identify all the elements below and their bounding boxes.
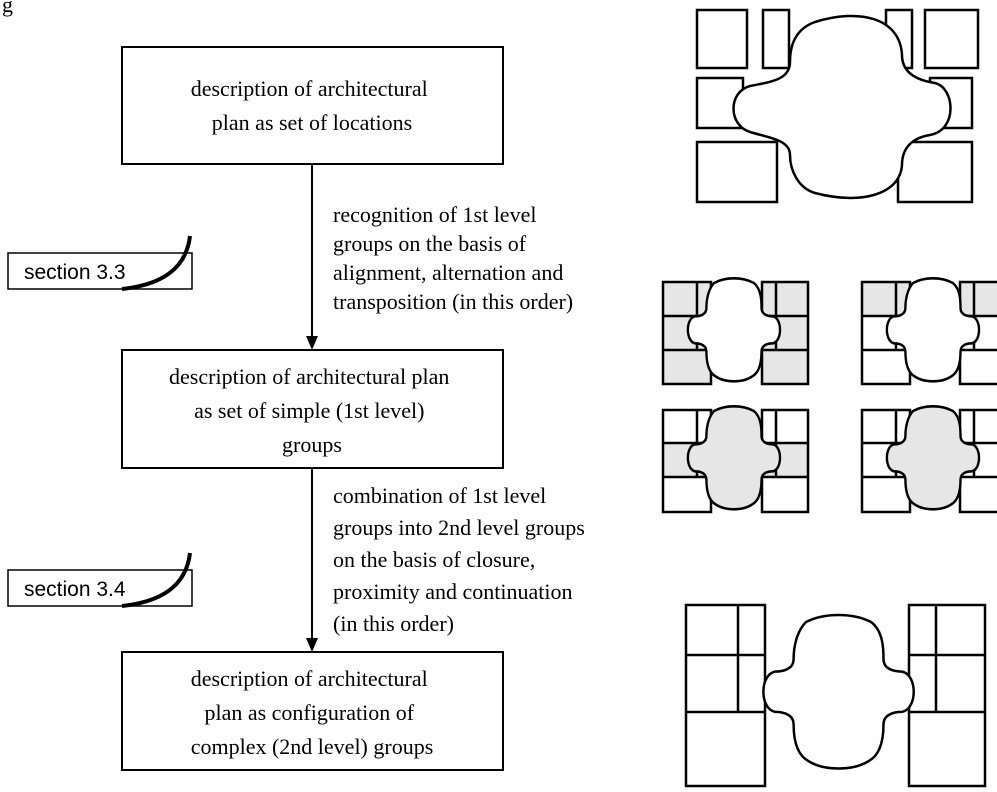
plan-group-illustration-d xyxy=(860,405,997,514)
plan-configuration-illustration xyxy=(684,603,987,788)
node-text: description of architectural plan as set… xyxy=(169,364,455,457)
edge-line: transposition (in this order) xyxy=(333,289,573,314)
node-line: plan as set of locations xyxy=(212,110,412,135)
section-tag-3-4: section 3.4 xyxy=(7,552,193,608)
plan-group-illustration-a xyxy=(661,277,810,386)
plan-group-illustration-b xyxy=(860,277,997,386)
edge-line: groups into 2nd level groups xyxy=(333,515,585,540)
node-line: groups xyxy=(282,432,342,457)
plan-group-illustration-c xyxy=(661,405,810,514)
node-line: plan as configuration of xyxy=(204,700,414,725)
node-text: description of architectural plan as set… xyxy=(191,76,434,135)
edge-line: alignment, alternation and xyxy=(333,260,563,285)
edge-label-combination: combination of 1st level groups into 2nd… xyxy=(333,483,590,636)
edge-line: recognition of 1st level xyxy=(333,202,536,227)
node-line: description of architectural xyxy=(191,76,428,101)
edge-line: combination of 1st level xyxy=(333,483,546,508)
section-tag-label: section 3.3 xyxy=(24,261,126,284)
figure-label: g xyxy=(2,0,13,17)
edge-label-recognition: recognition of 1st level groups on the b… xyxy=(333,202,573,314)
node-text: description of architectural plan as con… xyxy=(191,666,434,759)
edge-line: proximity and continuation xyxy=(333,579,573,604)
flow-node-simple-groups: description of architectural plan as set… xyxy=(121,349,504,469)
node-line: description of architectural plan xyxy=(169,364,449,389)
section-tag-3-3: section 3.3 xyxy=(7,235,193,291)
node-line: as set of simple (1st level) xyxy=(194,398,424,423)
flow-node-locations: description of architectural plan as set… xyxy=(121,46,504,165)
edge-line: on the basis of closure, xyxy=(333,547,535,572)
plan-locations-illustration xyxy=(695,8,980,204)
section-tag-label: section 3.4 xyxy=(24,578,126,601)
edge-line: (in this order) xyxy=(333,611,454,636)
node-line: complex (2nd level) groups xyxy=(191,734,434,759)
node-line: description of architectural xyxy=(191,666,428,691)
edge-line: groups on the basis of xyxy=(333,231,527,256)
flow-node-complex-groups: description of architectural plan as con… xyxy=(121,651,504,771)
